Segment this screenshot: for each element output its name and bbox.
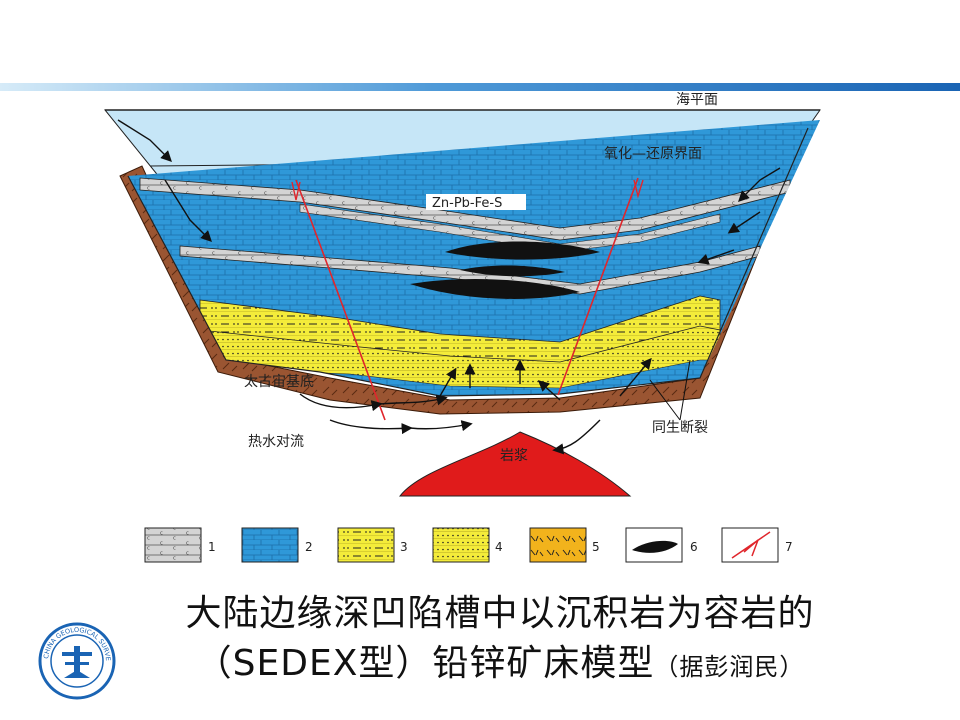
magma-body bbox=[398, 431, 632, 497]
legend-num-6: 6 bbox=[690, 540, 698, 554]
legend-num-4: 4 bbox=[495, 540, 503, 554]
legend-item-2: 2 bbox=[241, 527, 313, 563]
fault-label: 同生断裂 bbox=[652, 420, 708, 436]
legend: 1 2 3 4 5 6 7 bbox=[144, 527, 793, 563]
convection-label: 热水对流 bbox=[248, 434, 304, 450]
orebody-2 bbox=[460, 265, 565, 277]
fault-arrow-left bbox=[291, 181, 301, 201]
legend-item-1: 1 bbox=[144, 527, 216, 563]
legend-num-5: 5 bbox=[592, 540, 600, 554]
title-line-2: （SEDEX型）铅锌矿床模型（据彭润民） bbox=[120, 634, 880, 686]
top-gradient-bar bbox=[0, 83, 960, 91]
siltstone-layer bbox=[199, 325, 721, 396]
title-line-1: 大陆边缘深凹陷槽中以沉积岩为容岩的 bbox=[185, 593, 815, 634]
orebody-1 bbox=[445, 241, 600, 260]
ore-label: Zn-Pb-Fe-S bbox=[432, 196, 502, 211]
legend-item-5: 5 bbox=[529, 527, 600, 563]
redox-interface-label: 氧化—还原界面 bbox=[604, 146, 702, 162]
fault-right bbox=[557, 177, 639, 396]
sedex-model-diagram: c c bbox=[103, 92, 821, 563]
legend-num-3: 3 bbox=[400, 540, 408, 554]
legend-num-7: 7 bbox=[785, 540, 793, 554]
fault-arrow-right bbox=[633, 179, 644, 199]
legend-num-2: 2 bbox=[305, 540, 313, 554]
fault-legend-icon bbox=[731, 531, 771, 559]
fault-left bbox=[295, 179, 386, 421]
orebody-3 bbox=[410, 278, 580, 299]
title-citation: （据彭润民） bbox=[654, 653, 805, 681]
basement-label: 太古宙基底 bbox=[244, 373, 314, 390]
fault-label-leaders bbox=[649, 359, 691, 421]
legend-num-1: 1 bbox=[208, 540, 216, 554]
magma-label: 岩浆 bbox=[500, 448, 528, 464]
legend-item-4: 4 bbox=[432, 527, 503, 563]
orebody-legend-icon bbox=[632, 540, 678, 553]
fluid-flow-arrows bbox=[117, 119, 781, 455]
legend-item-6: 6 bbox=[625, 527, 698, 563]
legend-item-7: 7 bbox=[721, 527, 793, 563]
sea-level-label: 海平面 bbox=[676, 92, 718, 108]
title-main: （SEDEX型）铅锌矿床模型 bbox=[195, 643, 655, 684]
legend-item-3: 3 bbox=[337, 527, 408, 563]
china-geological-survey-logo: CHINA GEOLOGICAL SURVEY bbox=[38, 622, 116, 700]
